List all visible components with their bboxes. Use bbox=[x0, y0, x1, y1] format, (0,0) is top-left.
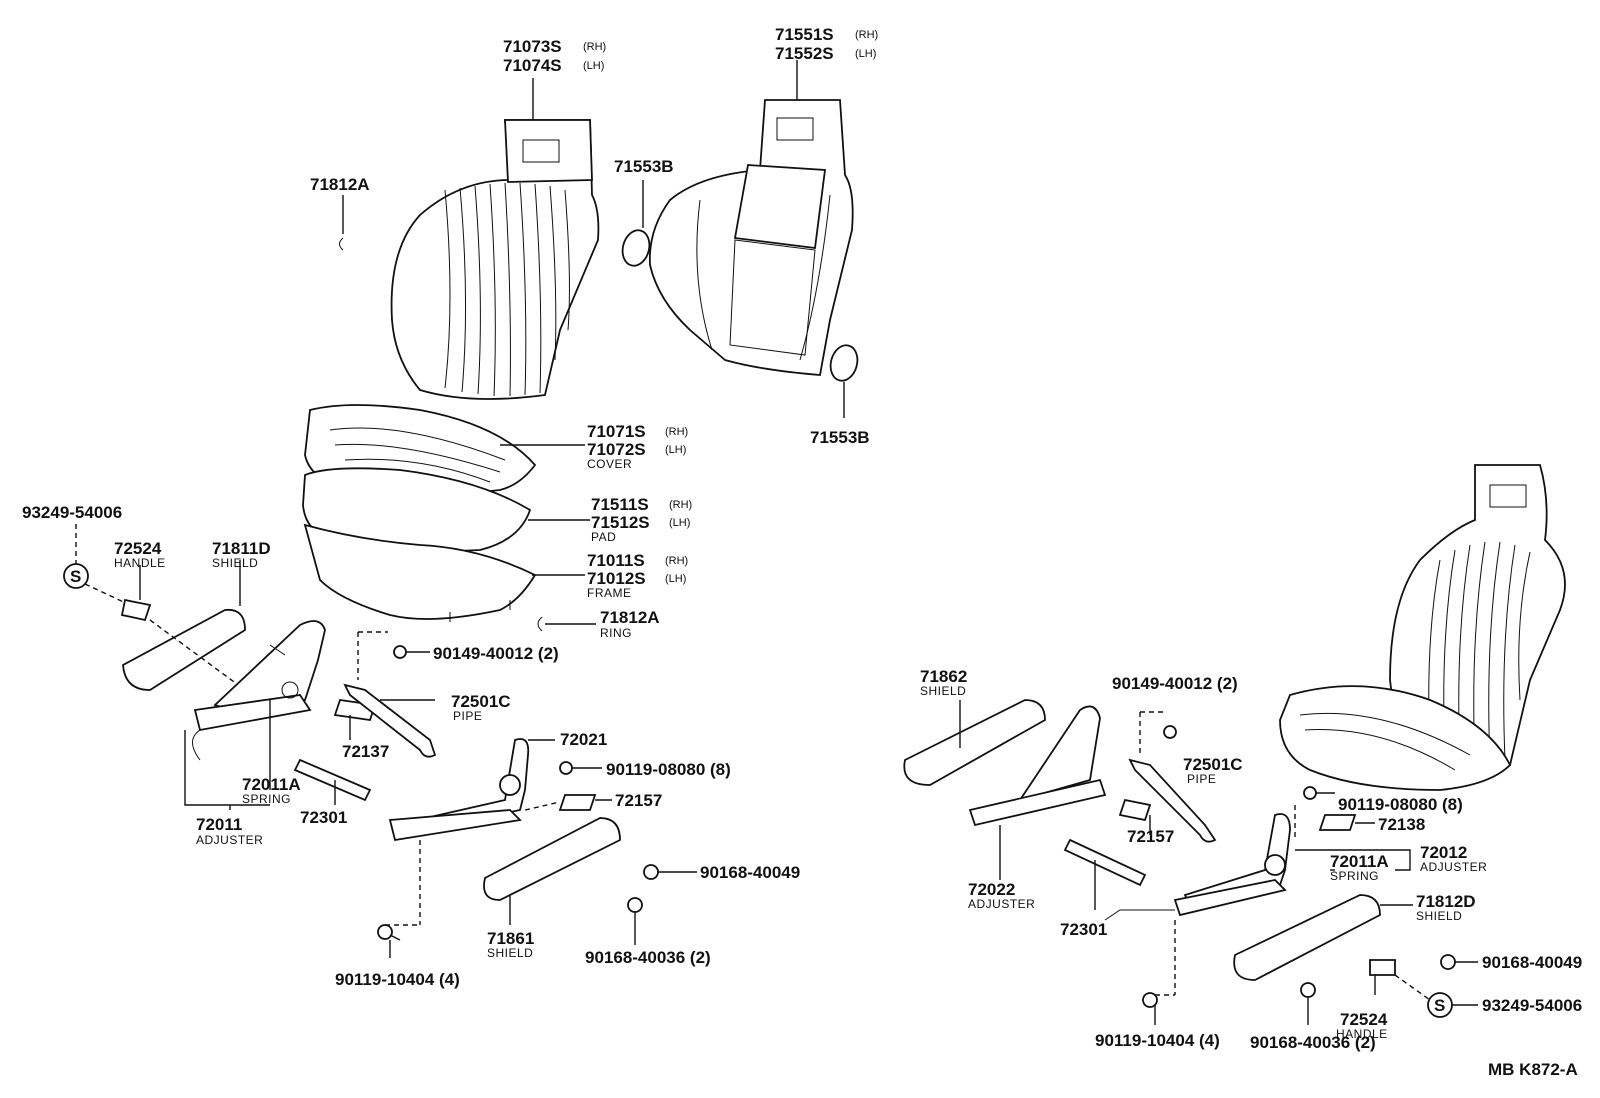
label-71552s: 71552S bbox=[775, 44, 834, 63]
label-90168-40036-left: 90168-40036 (2) bbox=[585, 948, 711, 967]
label-71812a-ring: 71812A bbox=[600, 608, 660, 627]
label-90168-40049-left: 90168-40049 bbox=[700, 863, 800, 882]
label-72137: 72137 bbox=[342, 742, 389, 761]
label-adjuster-72012: ADJUSTER bbox=[1420, 860, 1487, 874]
label-90168-40049-right: 90168-40049 bbox=[1482, 953, 1582, 972]
label-71812d: 71812D bbox=[1416, 892, 1476, 911]
label-s-left: S bbox=[70, 567, 81, 586]
cushion-stack-left bbox=[302, 404, 537, 622]
label-71512s-lh: (LH) bbox=[669, 517, 690, 529]
label-71553b-bottom: 71553B bbox=[810, 428, 870, 447]
label-72157-left: 72157 bbox=[615, 791, 662, 810]
label-71862: 71862 bbox=[920, 667, 967, 686]
part-labels: 71073S (RH) 71074S (LH) 71551S (RH) 7155… bbox=[22, 25, 1582, 1079]
mechanism-center bbox=[377, 738, 697, 958]
label-71012s-lh: (LH) bbox=[665, 573, 686, 585]
label-90149-right: 90149-40012 (2) bbox=[1112, 674, 1238, 693]
label-72301-right: 72301 bbox=[1060, 920, 1107, 939]
mechanism-right bbox=[903, 699, 1478, 1025]
label-90149-left: 90149-40012 (2) bbox=[433, 644, 559, 663]
label-72501c-right: 72501C bbox=[1183, 755, 1243, 774]
seatback-left bbox=[390, 119, 600, 400]
label-72524-left: 72524 bbox=[114, 539, 162, 558]
mechanism-left bbox=[63, 524, 437, 810]
label-71512s: 71512S bbox=[591, 513, 650, 532]
label-shield-71861: SHIELD bbox=[487, 946, 533, 960]
label-71011s-rh: (RH) bbox=[665, 555, 688, 567]
label-90168-40036-right: 90168-40036 (2) bbox=[1250, 1033, 1376, 1052]
label-71553b-top: 71553B bbox=[614, 157, 674, 176]
label-spring-left: SPRING bbox=[242, 792, 291, 806]
label-71074s-lh: (LH) bbox=[583, 60, 604, 72]
label-pipe-left: PIPE bbox=[453, 709, 482, 723]
label-90119-08080-left: 90119-08080 (8) bbox=[606, 760, 731, 779]
label-71011s: 71011S bbox=[587, 551, 645, 570]
cap-71553b-bottom bbox=[829, 344, 859, 382]
seat-right-complete bbox=[1279, 464, 1566, 791]
label-pad: PAD bbox=[591, 530, 616, 544]
label-handle-right: HANDLE bbox=[1336, 1027, 1388, 1041]
label-93249-right: 93249-54006 bbox=[1482, 996, 1582, 1015]
label-adjuster-72022: ADJUSTER bbox=[968, 897, 1035, 911]
label-72301-left: 72301 bbox=[300, 808, 347, 827]
label-71551s: 71551S bbox=[775, 25, 834, 44]
label-72157-right: 72157 bbox=[1127, 827, 1174, 846]
label-71072s-lh: (LH) bbox=[665, 444, 686, 456]
label-71812a-top: 71812A bbox=[310, 175, 370, 194]
label-71012s: 71012S bbox=[587, 569, 646, 588]
label-72524-right: 72524 bbox=[1340, 1010, 1388, 1029]
label-72011a-left: 72011A bbox=[242, 775, 301, 794]
label-72012: 72012 bbox=[1420, 843, 1467, 862]
label-s-right: S bbox=[1434, 996, 1445, 1015]
label-adjuster-left: ADJUSTER bbox=[196, 833, 263, 847]
label-shield-71862: SHIELD bbox=[920, 684, 966, 698]
label-71071s-rh: (RH) bbox=[665, 426, 688, 438]
seatback-right bbox=[648, 99, 854, 376]
label-71552s-lh: (LH) bbox=[855, 48, 876, 60]
label-71071s: 71071S bbox=[587, 422, 646, 441]
label-71551s-rh: (RH) bbox=[855, 29, 878, 41]
cap-71553b-top bbox=[621, 229, 651, 267]
label-handle-left: HANDLE bbox=[114, 556, 166, 570]
label-71074s: 71074S bbox=[503, 56, 562, 75]
label-72022: 72022 bbox=[968, 880, 1015, 899]
label-93249-left: 93249-54006 bbox=[22, 503, 122, 522]
label-71511s-rh: (RH) bbox=[669, 499, 692, 511]
label-footer-code: MB K872-A bbox=[1488, 1060, 1578, 1079]
label-71511s: 71511S bbox=[591, 495, 649, 514]
label-71861: 71861 bbox=[487, 929, 534, 948]
label-71811d: 71811D bbox=[212, 539, 271, 558]
label-cover: COVER bbox=[587, 457, 632, 471]
ring-71812a-top bbox=[339, 237, 344, 251]
label-72011a-right: 72011A bbox=[1330, 852, 1389, 871]
label-frame: FRAME bbox=[587, 586, 632, 600]
label-ring: RING bbox=[600, 626, 632, 640]
label-71073s: 71073S bbox=[503, 37, 562, 56]
label-72011: 72011 bbox=[196, 815, 242, 834]
label-90119-10404-left: 90119-10404 (4) bbox=[335, 970, 460, 989]
label-shield-71811d: SHIELD bbox=[212, 556, 258, 570]
label-72501c-left: 72501C bbox=[451, 692, 511, 711]
label-72138: 72138 bbox=[1378, 815, 1425, 834]
label-72021: 72021 bbox=[560, 730, 607, 749]
ring-71812a bbox=[537, 616, 543, 632]
label-90119-10404-right: 90119-10404 (4) bbox=[1095, 1031, 1220, 1050]
label-90119-08080-right: 90119-08080 (8) bbox=[1338, 795, 1463, 814]
label-shield-71812d: SHIELD bbox=[1416, 909, 1462, 923]
label-71073s-rh: (RH) bbox=[583, 41, 606, 53]
label-pipe-right: PIPE bbox=[1187, 772, 1216, 786]
label-spring-right: SPRING bbox=[1330, 869, 1379, 883]
label-71072s: 71072S bbox=[587, 440, 646, 459]
